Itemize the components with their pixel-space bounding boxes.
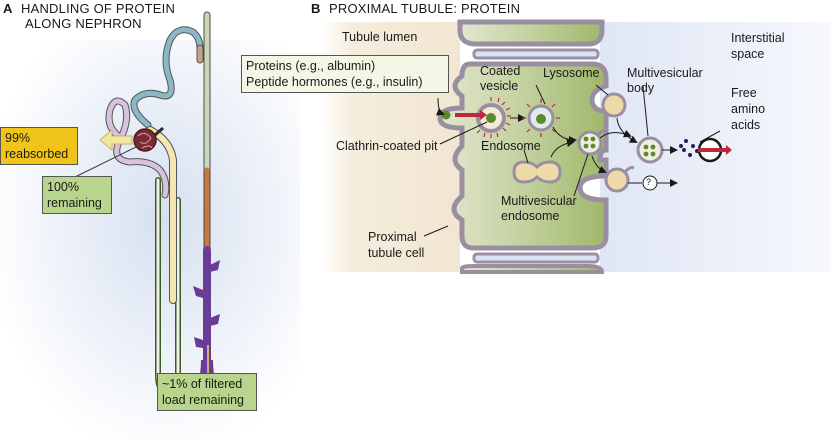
final-line1: ~1% of filtered	[162, 377, 243, 391]
free-aa-line1: Free	[731, 86, 757, 100]
free-amino-acids-label: Free amino acids	[731, 85, 765, 133]
proximal-cell-line1: Proximal	[368, 230, 417, 244]
interstitial-line2: space	[731, 47, 765, 61]
panel-a-title-line1: HANDLING OF PROTEIN	[21, 1, 176, 16]
interstitial-line1: Interstitial	[731, 31, 785, 45]
substrates-box: Proteins (e.g., albumin) Peptide hormone…	[241, 55, 449, 93]
coated-vesicle-line1: Coated	[480, 64, 521, 78]
coated-vesicle-line2: vesicle	[480, 79, 519, 93]
tubule-lumen-label: Tubule lumen	[342, 30, 418, 44]
remaining-percent: 100%	[47, 180, 79, 194]
proximal-cell-line2: tubule cell	[368, 246, 425, 260]
amino-acid-dots	[679, 139, 699, 157]
multivesicular-body-shape	[636, 136, 664, 164]
endosome-shape	[512, 160, 562, 184]
lysosome-shape	[601, 92, 627, 118]
proximal-tubule-cell-label: Proximal tubule cell	[368, 229, 424, 261]
multivesicular-body-label: Multivesicular body	[627, 66, 703, 96]
coated-vesicle	[522, 99, 560, 137]
interstitial-space-label: Interstitial space	[731, 30, 785, 62]
amino-acid-transporter	[697, 137, 732, 163]
free-aa-line3: acids	[731, 118, 761, 132]
endocytosis-arrow	[455, 113, 481, 117]
free-aa-line2: amino	[731, 102, 766, 116]
glomerulus	[133, 126, 164, 152]
final-line2: load remaining	[162, 393, 244, 407]
remaining-text: remaining	[47, 196, 102, 210]
clathrin-coated-pit	[476, 97, 511, 138]
panel-b-title: B PROXIMAL TUBULE: PROTEIN	[311, 1, 520, 16]
mv-endosome-line1: Multivesicular	[501, 194, 577, 208]
mvb-line2: body	[627, 81, 655, 95]
final-remaining-label: ~1% of filtered load remaining	[157, 373, 257, 411]
remaining-label: 100% remaining	[42, 176, 112, 214]
mvb-line1: Multivesicular	[627, 66, 703, 80]
panel-a-letter: A	[3, 1, 13, 16]
upper-cell	[457, 19, 605, 47]
coated-vesicle-label: Coated vesicle	[480, 64, 520, 94]
lateral-space-top	[472, 48, 600, 60]
substrates-line2: Peptide hormones (e.g., insulin)	[246, 75, 423, 89]
multivesicular-endosome-label: Multivesicular endosome	[501, 194, 577, 224]
reabsorbed-label: 99% reabsorbed	[0, 127, 78, 165]
panel-a-title-line2: ALONG NEPHRON	[25, 16, 142, 31]
panel-b-title-text: PROXIMAL TUBULE: PROTEIN	[329, 1, 521, 16]
reabsorbed-text: reabsorbed	[5, 147, 69, 161]
lower-cell	[460, 264, 605, 274]
protein-molecule-icon	[441, 110, 451, 120]
unknown-fate-vesicle	[604, 166, 635, 193]
lysosome-label: Lysosome	[543, 66, 600, 80]
mv-endosome-line2: endosome	[501, 209, 560, 223]
clathrin-coated-pit-label: Clathrin-coated pit	[336, 139, 438, 153]
endosome-label: Endosome	[481, 139, 541, 153]
lateral-space-bottom	[472, 252, 600, 264]
reabsorption-arrow	[99, 128, 133, 152]
unknown-pathway-label: ?	[646, 177, 652, 187]
panel-b-letter: B	[311, 1, 321, 16]
reabsorbed-percent: 99%	[5, 131, 31, 145]
substrates-line1: Proteins (e.g., albumin)	[246, 59, 376, 73]
panel-a-title: A HANDLING OF PROTEIN ALONG NEPHRON	[3, 1, 175, 31]
multivesicular-endosome-shape	[577, 128, 609, 156]
